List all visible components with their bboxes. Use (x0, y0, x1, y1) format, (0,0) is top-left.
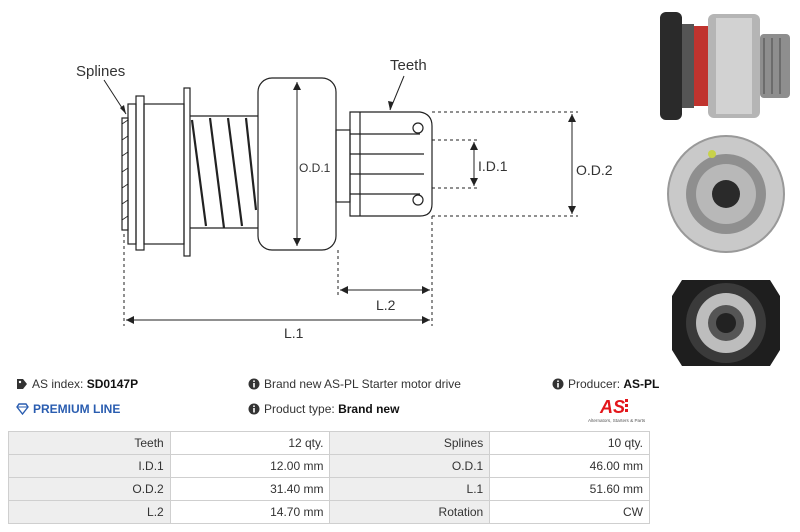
info-icon (248, 403, 260, 415)
spec-value: 14.70 mm (169, 500, 331, 524)
diamond-icon (16, 403, 29, 416)
spec-value: 12.00 mm (169, 454, 331, 478)
od2-label: O.D.2 (576, 162, 613, 178)
technical-drawing: Splines Teeth O.D.1 I.D.1 O.D.2 L.2 L.1 (76, 57, 613, 341)
logo-tagline: Alternators, Starters & Parts (588, 418, 646, 423)
producer-info: Producer: AS-PL (552, 377, 659, 391)
as-index-label: AS index: (32, 377, 84, 391)
spec-value: CW (489, 500, 650, 524)
splines-label: Splines (76, 63, 125, 80)
spec-label: Teeth (8, 431, 171, 455)
product-type-info: Product type: Brand new (248, 402, 399, 416)
spec-label: L.2 (8, 500, 171, 524)
premium-line-text: PREMIUM LINE (33, 402, 121, 416)
id1-label: I.D.1 (478, 158, 508, 174)
spring-coils (190, 117, 258, 229)
description-info: Brand new AS-PL Starter motor drive (248, 377, 461, 391)
info-icon (248, 378, 260, 390)
description-text: Brand new AS-PL Starter motor drive (264, 377, 461, 391)
table-row: L.2 14.70 mm Rotation CW (8, 500, 650, 524)
logo-mark: AS (599, 397, 625, 417)
premium-line-badge: PREMIUM LINE (16, 402, 120, 416)
spec-value: 51.60 mm (489, 477, 650, 501)
l2-label: L.2 (376, 297, 396, 313)
spec-label: Splines (329, 431, 491, 455)
info-icon (552, 378, 564, 390)
spec-label: O.D.2 (8, 477, 171, 501)
l1-label: L.1 (284, 325, 304, 341)
od1-label: O.D.1 (299, 161, 331, 175)
spec-label: L.1 (329, 477, 491, 501)
spec-value: 12 qty. (169, 431, 331, 455)
tag-icon (17, 379, 27, 389)
product-type-value: Brand new (338, 402, 400, 416)
spec-value: 10 qty. (489, 431, 650, 455)
spec-label: Rotation (329, 500, 491, 524)
spec-value: 31.40 mm (169, 477, 331, 501)
as-pl-logo: AS Alternators, Starters & Parts (588, 397, 646, 423)
spec-value: 46.00 mm (489, 454, 650, 478)
hub-ring (183, 87, 191, 257)
as-index-value: SD0147P (86, 377, 139, 391)
product-photo-front (667, 135, 785, 253)
producer-label: Producer: (568, 377, 621, 391)
product-type-label: Product type: (264, 402, 335, 416)
product-photo-side (660, 12, 790, 120)
flange-front (135, 95, 145, 251)
product-photo-rear (672, 280, 780, 366)
spec-label: I.D.1 (8, 454, 171, 478)
spline-collar-outline (121, 117, 129, 231)
teeth-label: Teeth (390, 57, 427, 74)
hub-body (143, 103, 185, 245)
table-row: O.D.2 31.40 mm L.1 51.60 mm (8, 477, 650, 501)
table-row: I.D.1 12.00 mm O.D.1 46.00 mm (8, 454, 650, 478)
producer-value: AS-PL (623, 377, 660, 391)
pinion-gear (349, 111, 433, 217)
specifications-table: Teeth 12 qty. Splines 10 qty. I.D.1 12.0… (8, 431, 650, 524)
teeth-leader (389, 75, 405, 111)
spec-label: O.D.1 (329, 454, 491, 478)
as-index-info: AS index: SD0147P (16, 377, 138, 391)
flange-plate (127, 103, 137, 245)
table-row: Teeth 12 qty. Splines 10 qty. (8, 431, 650, 455)
